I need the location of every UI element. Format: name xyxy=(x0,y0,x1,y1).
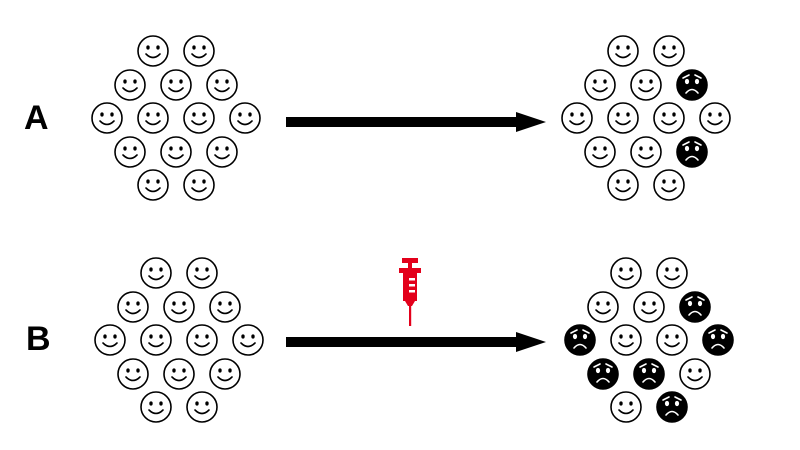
worried-face-icon xyxy=(676,69,708,101)
smiling-face-icon xyxy=(117,291,149,323)
worried-face-icon xyxy=(633,358,665,390)
population-after xyxy=(559,252,739,432)
smiling-face-icon xyxy=(186,391,218,423)
smiling-face-icon xyxy=(630,136,662,168)
worried-face-icon xyxy=(676,136,708,168)
smiling-face-icon xyxy=(656,324,688,356)
panel-label: B xyxy=(26,320,51,358)
panel-label: A xyxy=(24,99,49,137)
smiling-face-icon xyxy=(561,102,593,134)
smiling-face-icon xyxy=(699,102,731,134)
smiling-face-icon xyxy=(163,358,195,390)
smiling-face-icon xyxy=(91,102,123,134)
smiling-face-icon xyxy=(633,291,665,323)
smiling-face-icon xyxy=(584,136,616,168)
smiling-face-icon xyxy=(137,169,169,201)
smiling-face-icon xyxy=(160,69,192,101)
smiling-face-icon xyxy=(114,69,146,101)
transition-arrow xyxy=(286,112,546,132)
smiling-face-icon xyxy=(183,169,215,201)
smiling-face-icon xyxy=(137,102,169,134)
smiling-face-icon xyxy=(229,102,261,134)
smiling-face-icon xyxy=(206,136,238,168)
smiling-face-icon xyxy=(209,291,241,323)
smiling-face-icon xyxy=(607,102,639,134)
worried-face-icon xyxy=(679,291,711,323)
smiling-face-icon xyxy=(140,324,172,356)
smiling-face-icon xyxy=(653,102,685,134)
smiling-face-icon xyxy=(610,324,642,356)
smiling-face-icon xyxy=(653,35,685,67)
syringe-icon xyxy=(397,258,423,326)
worried-face-icon xyxy=(587,358,619,390)
smiling-face-icon xyxy=(94,324,126,356)
smiling-face-icon xyxy=(653,169,685,201)
smiling-face-icon xyxy=(183,35,215,67)
population-before xyxy=(89,252,269,432)
smiling-face-icon xyxy=(610,257,642,289)
smiling-face-icon xyxy=(137,35,169,67)
smiling-face-icon xyxy=(183,102,215,134)
smiling-face-icon xyxy=(232,324,264,356)
smiling-face-icon xyxy=(186,257,218,289)
population-after xyxy=(556,30,736,210)
smiling-face-icon xyxy=(114,136,146,168)
smiling-face-icon xyxy=(679,358,711,390)
smiling-face-icon xyxy=(587,291,619,323)
smiling-face-icon xyxy=(656,257,688,289)
smiling-face-icon xyxy=(607,169,639,201)
worried-face-icon xyxy=(564,324,596,356)
smiling-face-icon xyxy=(140,257,172,289)
transition-arrow xyxy=(286,332,546,352)
smiling-face-icon xyxy=(117,358,149,390)
smiling-face-icon xyxy=(610,391,642,423)
smiling-face-icon xyxy=(160,136,192,168)
smiling-face-icon xyxy=(206,69,238,101)
smiling-face-icon xyxy=(607,35,639,67)
worried-face-icon xyxy=(656,391,688,423)
population-before xyxy=(86,30,266,210)
smiling-face-icon xyxy=(140,391,172,423)
panel-a: A xyxy=(24,30,736,210)
smiling-face-icon xyxy=(630,69,662,101)
smiling-face-icon xyxy=(186,324,218,356)
panel-b: B xyxy=(0,225,800,450)
smiling-face-icon xyxy=(163,291,195,323)
smiling-face-icon xyxy=(209,358,241,390)
smiling-face-icon xyxy=(584,69,616,101)
worried-face-icon xyxy=(702,324,734,356)
